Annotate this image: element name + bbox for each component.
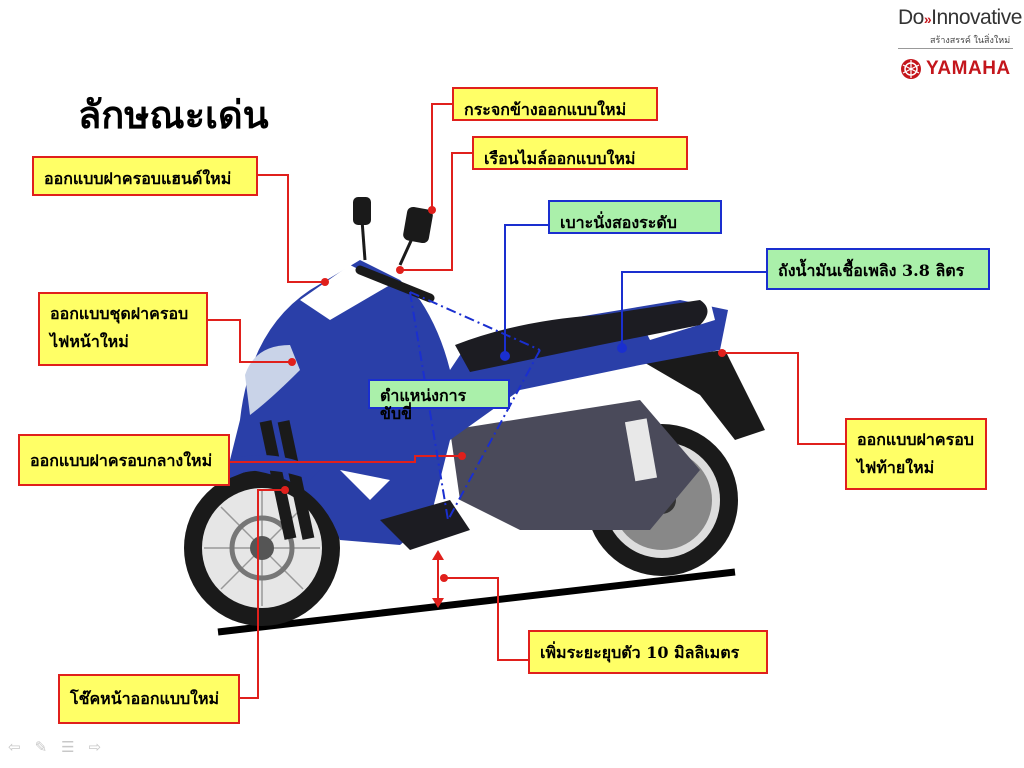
callout-meter: เรือนไมล์ออกแบบใหม่ xyxy=(472,136,688,170)
meter-leader xyxy=(400,152,472,271)
seat xyxy=(455,300,708,372)
handlebar xyxy=(355,265,435,303)
headlight-leader xyxy=(206,319,292,363)
front-white-accent xyxy=(300,265,390,320)
rear-shock xyxy=(624,418,658,482)
mirror-leader xyxy=(431,103,452,210)
center-cover-leader xyxy=(230,455,462,463)
seat-leader xyxy=(504,224,550,356)
callout-mirror: กระจกข้างออกแบบใหม่ xyxy=(452,87,658,121)
logo-tagline: สร้างสรรค์ ในสิ่งใหม่ xyxy=(930,35,1011,45)
clearance-leader xyxy=(444,577,528,661)
handle-cover-leader xyxy=(256,174,325,283)
front-fork-2 xyxy=(277,420,315,540)
menu-icon[interactable]: ☰ xyxy=(61,738,75,756)
callout-taillight: ออกแบบฝาครอบ ไฟท้ายใหม่ xyxy=(845,418,987,490)
clearance-arrow-down xyxy=(432,598,444,608)
ground-line xyxy=(217,568,736,636)
rear-fender xyxy=(640,350,765,440)
slideshow-controls: ⇦ ✎ ☰ ⇨ xyxy=(8,738,101,756)
callout-taillight-line1: ออกแบบฝาครอบ xyxy=(857,430,974,449)
logo-innovative-text: Innovative xyxy=(931,6,1022,29)
side-white-accent xyxy=(340,470,390,500)
clearance-arrow-up xyxy=(432,550,444,560)
callout-headlight-line2: ไฟหน้าใหม่ xyxy=(50,332,129,351)
callout-center-cover: ออกแบบฝาครอบกลางใหม่ xyxy=(18,434,230,486)
taillight-leader xyxy=(722,352,845,445)
back-arrow-icon[interactable]: ⇦ xyxy=(8,738,21,756)
right-mirror xyxy=(403,206,433,244)
left-mirror-stem xyxy=(360,219,367,261)
do-innovative-logo: Do»Innovative xyxy=(898,6,1022,30)
left-mirror xyxy=(353,197,371,225)
logo-divider xyxy=(898,48,1013,49)
forward-arrow-icon[interactable]: ⇨ xyxy=(88,738,102,756)
callout-handle-cover: ออกแบบฝาครอบแฮนด์ใหม่ xyxy=(32,156,258,196)
callout-taillight-line2: ไฟท้ายใหม่ xyxy=(857,458,935,477)
fuel-leader xyxy=(621,271,768,348)
yamaha-logo: YAMAHA xyxy=(900,58,1011,80)
callout-ground-clearance: เพิ่มระยะยุบตัว 10 มิลลิเมตร xyxy=(528,630,768,674)
callout-seat: เบาะนั่งสองระดับ xyxy=(548,200,722,234)
logo-chevron-icon: » xyxy=(923,11,932,27)
callout-fuel-tank: ถังน้ำมันเชื้อเพลิง 3.8 ลิตร xyxy=(766,248,990,290)
slide-title: ลักษณะเด่น xyxy=(78,92,269,137)
yamaha-emblem-icon xyxy=(901,59,921,79)
callout-headlight-line1: ออกแบบชุดฝาครอบ xyxy=(50,304,189,323)
callout-riding-position: ตำแหน่งการขับขี่ xyxy=(368,379,510,423)
front-fork xyxy=(259,420,297,540)
logo-do-text: Do xyxy=(898,6,924,29)
callout-headlight: ออกแบบชุดฝาครอบ ไฟหน้าใหม่ xyxy=(38,292,208,366)
yamaha-wordmark: YAMAHA xyxy=(926,58,1011,79)
callout-front-fork: โช๊คหน้าออกแบบใหม่ xyxy=(58,674,240,724)
fork-leader xyxy=(240,489,285,699)
engine xyxy=(450,400,700,530)
pen-icon[interactable]: ✎ xyxy=(34,738,48,756)
